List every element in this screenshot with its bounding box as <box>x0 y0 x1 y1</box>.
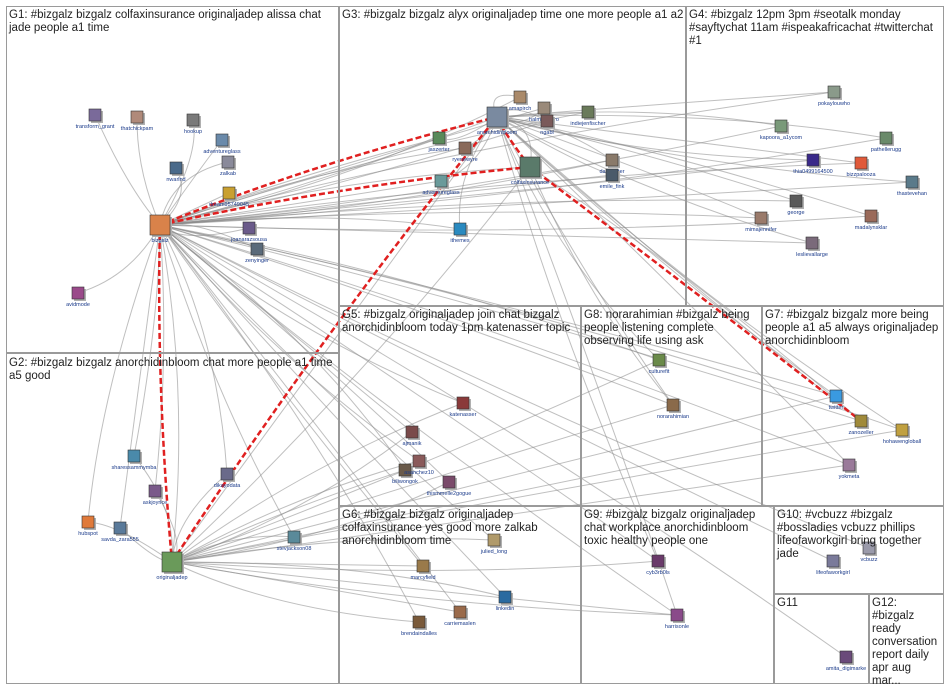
group-label-g12: G12: #bizgalz ready conversation report … <box>872 597 942 688</box>
group-label-g9: G9: #bizgalz bizgalz originaljadep chat … <box>584 509 772 548</box>
group-label-g3: G3: #bizgalz bizgalz alyx originaljadep … <box>342 9 684 22</box>
group-label-g2: G2: #bizgalz bizgalz anorchidinbloom cha… <box>9 357 337 383</box>
group-label-g5: G5: #bizgalz originaljadep join chat biz… <box>342 309 580 335</box>
group-label-g11: G11 <box>777 597 867 610</box>
group-label-g7: G7: #bizgalz bizgalz more being people a… <box>765 309 943 348</box>
group-label-g1: G1: #bizgalz bizgalz colfaxinsurance ori… <box>9 9 337 35</box>
group-label-g10: G10: #vcbuzz #bizgalz #bossladies vcbuzz… <box>777 509 943 561</box>
group-label-g8: G8: norarahimian #bizgalz being people l… <box>584 309 760 348</box>
group-box-g1 <box>6 6 339 353</box>
group-box-g3 <box>339 6 686 306</box>
group-label-g6: G6: #bizgalz bizgalz originaljadep colfa… <box>342 509 577 548</box>
group-box-g5 <box>339 306 581 506</box>
group-label-g4: G4: #bizgalz 12pm 3pm #seotalk monday #s… <box>689 9 941 48</box>
group-box-g4 <box>686 6 944 306</box>
group-box-g2 <box>6 353 339 684</box>
